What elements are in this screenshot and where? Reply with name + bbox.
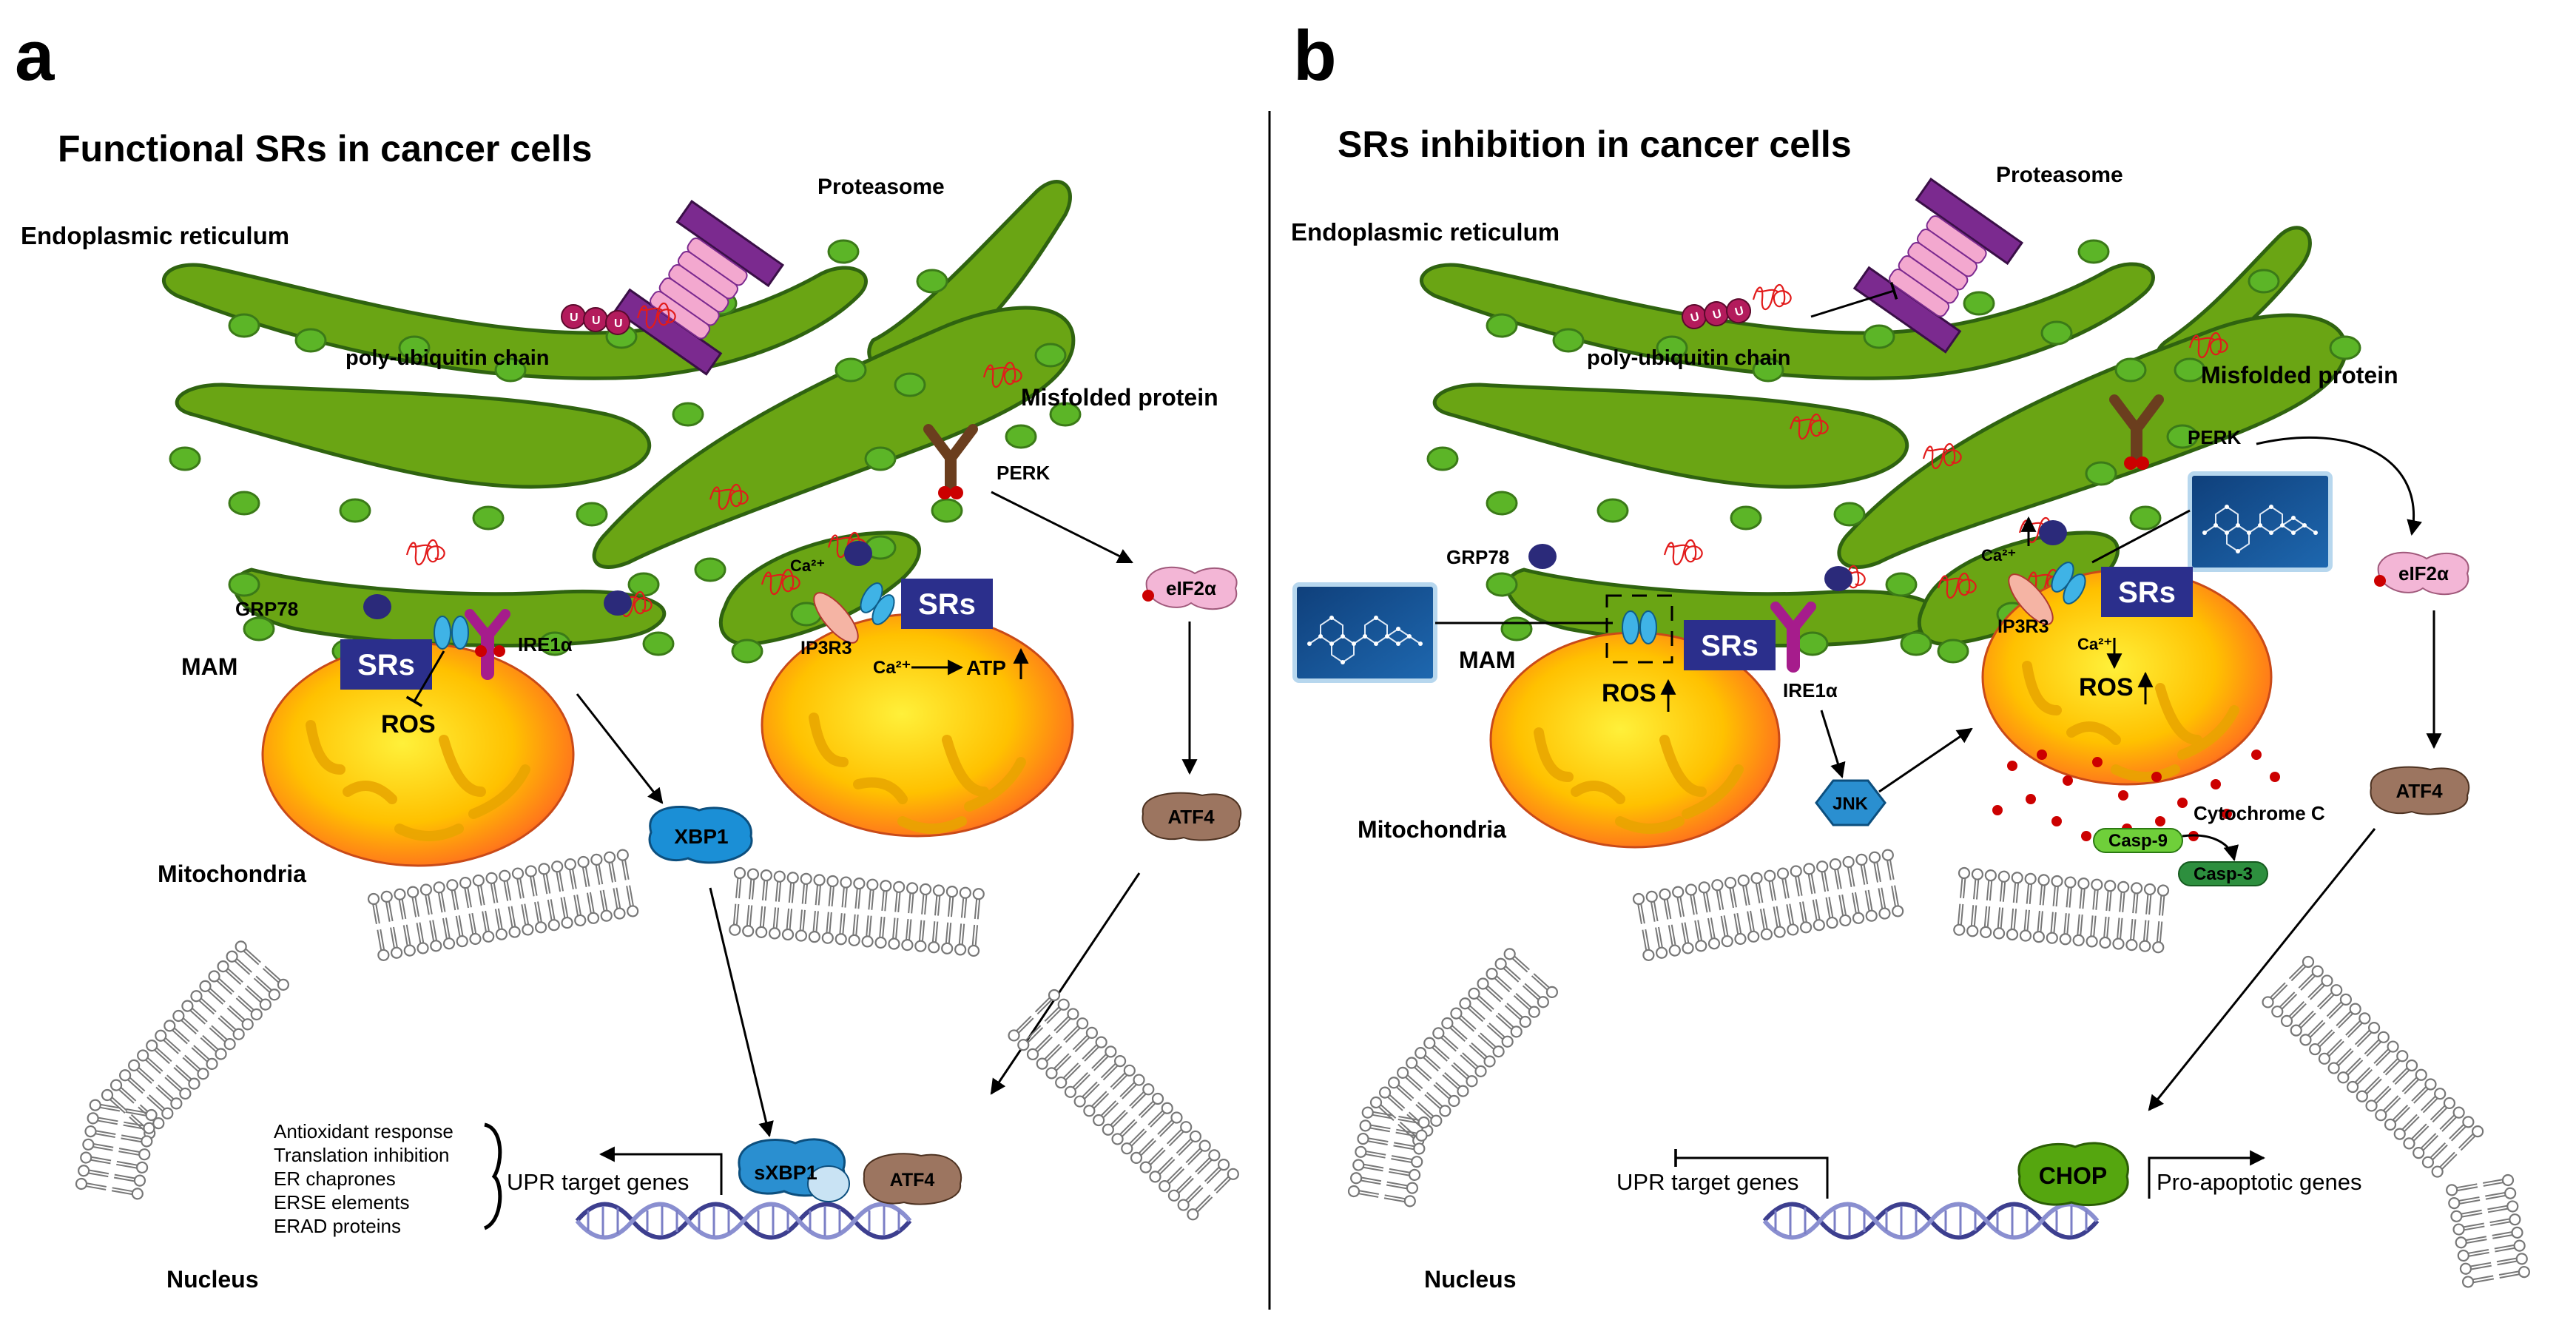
upr-item: ERSE elements (274, 1191, 410, 1213)
panel-b-title: SRs inhibition in cancer cells (1338, 124, 1852, 165)
ire1-label: IRE1α (518, 633, 573, 656)
xbp1-label: XBP1 (674, 825, 728, 848)
mitochondrion-a-left (261, 642, 575, 867)
jnk-label: JNK (1832, 794, 1869, 814)
ip3r3-label-b: IP3R3 (1997, 616, 2049, 637)
atp-label: ATP (966, 656, 1006, 679)
poly-ubiquitin-label: poly-ubiquitin chain (345, 346, 549, 370)
upr-item: ERAD proteins (274, 1215, 401, 1237)
drug-molecule-icon (2190, 474, 2330, 570)
ca2-label-a: Ca²⁺ (873, 658, 911, 678)
proteasome-label: Proteasome (817, 175, 945, 199)
casp3-label: Casp-3 (2194, 864, 2253, 884)
ca-top-label-b: Ca²⁺ (1981, 546, 2016, 565)
upr-genes-label-b: UPR target genes (1616, 1169, 1798, 1195)
srs-box-a-left (340, 639, 432, 690)
atf4-shape (2370, 766, 2469, 815)
xbp1-shape (648, 805, 753, 864)
chop-label: CHOP (2039, 1162, 2107, 1189)
upr-item: ER chaprones (274, 1168, 396, 1190)
eif2a-shape (2374, 551, 2469, 596)
perk-label: PERK (997, 462, 1050, 484)
ip3r3-icon (2008, 562, 2086, 625)
ros-label-b-left: ROS (1602, 679, 1656, 707)
sxbp1-label: sXBP1 (754, 1162, 817, 1184)
grp78-label-b: GRP78 (1446, 546, 1509, 568)
chop-shape (2017, 1142, 2129, 1207)
ros-label-a: ROS (381, 710, 436, 738)
nucleus-label-a: Nucleus (166, 1266, 258, 1293)
casp9-label: Casp-9 (2108, 831, 2168, 851)
sr-channel-icon (434, 616, 469, 650)
dna-helix-icon (1764, 1205, 2097, 1238)
mam-label-b: MAM (1459, 647, 1515, 673)
upr-genes-label-a: UPR target genes (507, 1169, 689, 1195)
srs-label-b-left: SRs (1701, 630, 1759, 662)
atf4-dna-shape (863, 1153, 962, 1205)
misfolded-label: Misfolded protein (1021, 384, 1218, 411)
panel-a-letter: a (15, 16, 55, 95)
er-b (1420, 226, 2348, 647)
jnk-shape (1815, 779, 1887, 826)
panel-a-title: Functional SRs in cancer cells (58, 128, 592, 169)
ca-label-a: Ca²⁺ (790, 556, 825, 575)
er-a (162, 180, 1076, 647)
upr-item: Translation inhibition (274, 1144, 450, 1166)
srs-label-b-right: SRs (2118, 576, 2176, 609)
dna-helix-icon (577, 1205, 910, 1238)
eif2a-label-b: eIF2α (2398, 562, 2449, 585)
ca-mid-label-b: Ca²⁺ (2077, 635, 2112, 653)
cytochrome-c-dots (1992, 750, 2280, 841)
upr-item: Antioxidant response (274, 1120, 454, 1142)
misfolded-label-b: Misfolded protein (2201, 362, 2398, 388)
mito-label-a: Mitochondria (158, 861, 306, 887)
perk-icon (928, 429, 973, 499)
casp3-shape (2178, 861, 2268, 886)
perk-label-b: PERK (2188, 426, 2241, 448)
grp78-label: GRP78 (235, 598, 298, 620)
atf4-shape (1142, 792, 1241, 841)
mito-label-b: Mitochondria (1358, 816, 1506, 843)
cytc-label: Cytochrome C (2194, 802, 2325, 824)
panel-b-letter: b (1293, 16, 1337, 95)
ire1-label-b: IRE1α (1783, 679, 1838, 701)
upr-target-list: Antioxidant response Translation inhibit… (274, 1120, 454, 1237)
ip3r3-label-a: IP3R3 (800, 638, 852, 659)
inhibited-sr-channel (1605, 594, 1673, 664)
eif2a-label-a: eIF2α (1166, 577, 1216, 599)
nuclear-membrane-a (74, 848, 1241, 1223)
poly-ubiquitin-label-b: poly-ubiquitin chain (1587, 346, 1790, 370)
atf4-label-a: ATF4 (1167, 806, 1215, 828)
ros-label-b-right: ROS (2079, 673, 2134, 701)
panel-b: b SRs inhibition in cancer cells (1291, 16, 2532, 1293)
proapoptotic-label: Pro-apoptotic genes (2157, 1169, 2361, 1195)
er-label: Endoplasmic reticulum (21, 222, 289, 249)
eif2a-shape (1142, 566, 1238, 610)
proteasome-label-b: Proteasome (1996, 163, 2123, 187)
srs-label-a-right: SRs (918, 588, 976, 621)
er-label-b: Endoplasmic reticulum (1291, 218, 1560, 246)
srs-box-b-left (1684, 620, 1776, 670)
panel-a: a Functional SRs in cancer cells (15, 16, 1241, 1293)
srs-box-a-right (901, 579, 993, 629)
mam-label-a: MAM (181, 653, 237, 680)
srs-label-a-left: SRs (357, 649, 415, 681)
nuclear-membrane-b (1346, 848, 2532, 1289)
nucleus-label-b: Nucleus (1424, 1266, 1516, 1293)
casp9-shape (2093, 828, 2183, 853)
srs-box-b-right (2101, 567, 2193, 617)
ip3r3-icon (813, 582, 895, 644)
atf4-label-b: ATF4 (2395, 780, 2443, 802)
mitochondrion-a-right (761, 613, 1074, 838)
mitochondrion-b-left (1489, 631, 1781, 849)
atf4-dna-label: ATF4 (890, 1170, 935, 1190)
sxbp1-shape (738, 1138, 850, 1202)
drug-molecule-icon (1295, 585, 1435, 681)
